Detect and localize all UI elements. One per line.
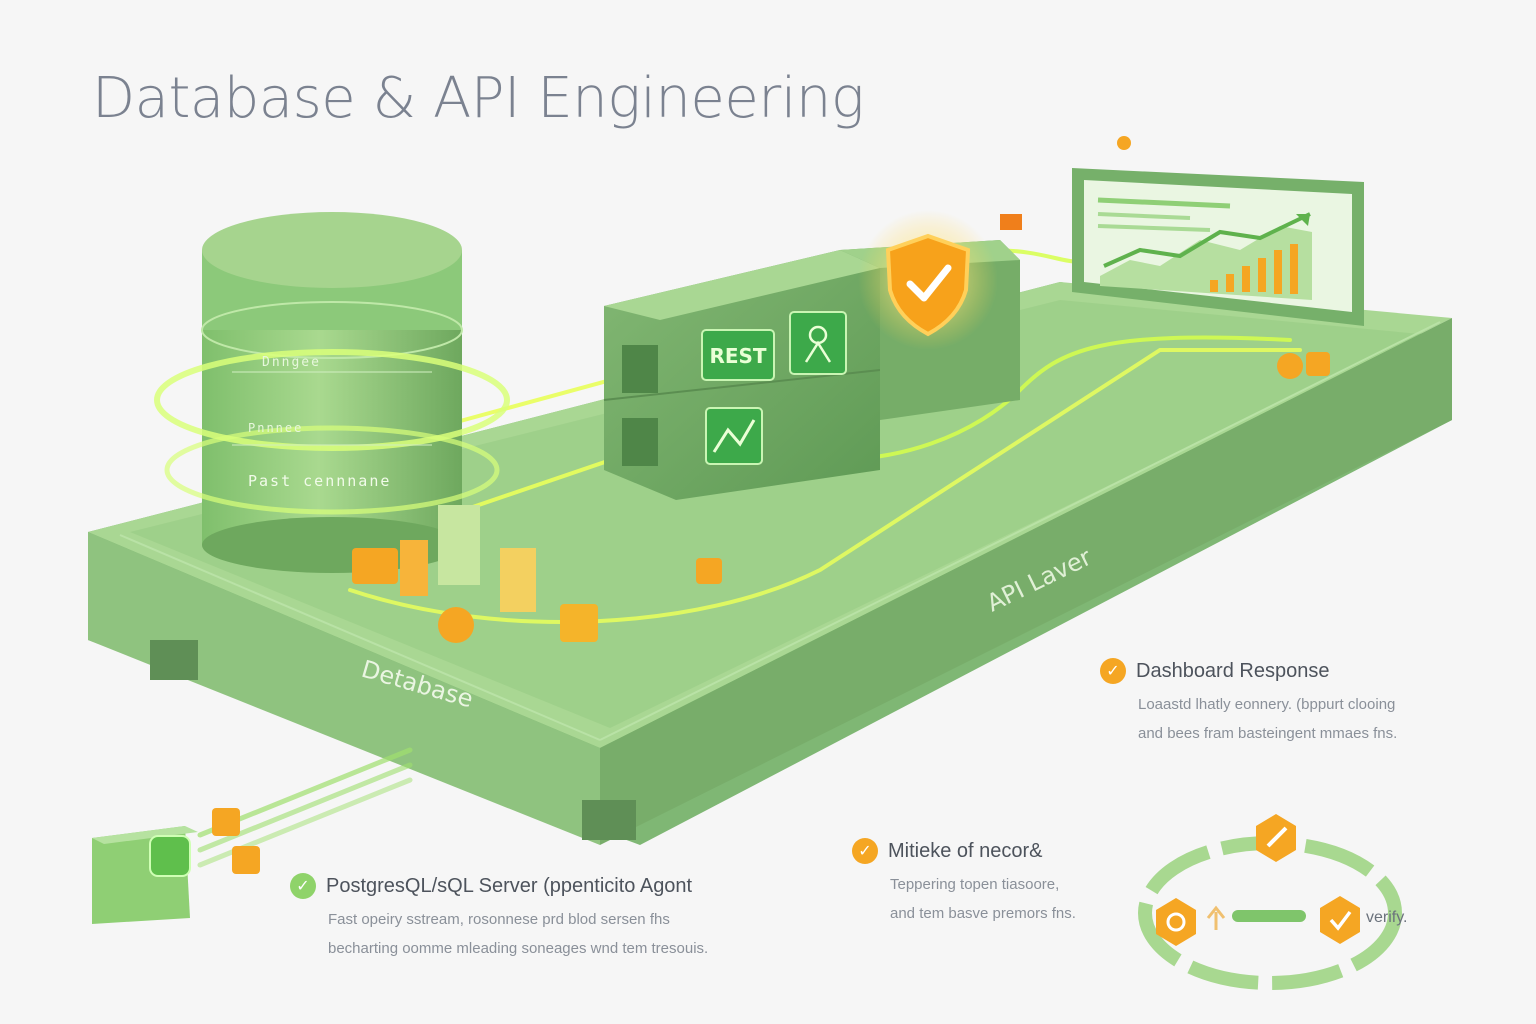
verify-label: verify.: [1366, 909, 1408, 926]
hammer-icon: [1256, 814, 1296, 862]
callout-postgres: ✓ PostgresQL/sQL Server (ppenticito Agon…: [290, 873, 708, 957]
db-row-3: Past cennnane: [248, 472, 391, 490]
rest-badge: REST: [701, 329, 775, 381]
callout-middle-line-2: and tem basve premors fns.: [890, 905, 1076, 922]
shield-check-icon: [858, 136, 1131, 350]
check-hexagon-icon: [1320, 896, 1360, 944]
metrics-icon: [705, 407, 763, 465]
page-title: Database & API Engineering: [92, 66, 864, 131]
check-icon: ✓: [1100, 658, 1126, 684]
callout-postgres-line-2: becharting oomme mleading soneages wnd t…: [328, 940, 709, 957]
callout-postgres-title: PostgresQL/sQL Server (ppenticito Agont: [326, 874, 693, 897]
dashboard-monitor: [1072, 168, 1364, 326]
database-cylinder: Dnngee Pnnnee Past cennnane: [154, 212, 510, 573]
check-icon: ✓: [852, 838, 878, 864]
callout-middle-line-1: Teppering topen tiasoore,: [890, 876, 1060, 893]
endpoint-icon: [789, 311, 847, 375]
callout-dashboard-title: Dashboard Response: [1136, 659, 1330, 682]
callout-dashboard-line-2: and bees fram basteingent mmaes fns.: [1138, 725, 1398, 742]
callout-dashboard: ✓ Dashboard Response Loaastd lhatly eonn…: [1100, 658, 1397, 742]
db-row-1: Dnngee: [262, 355, 321, 370]
data-cubes: [352, 352, 1330, 643]
target-icon: [1156, 898, 1196, 946]
verify-cycle: [1138, 814, 1402, 990]
platform: [88, 282, 1452, 845]
rest-label: REST: [709, 344, 766, 368]
check-icon: ✓: [290, 873, 316, 899]
up-arrow-icon: [1206, 905, 1226, 930]
callout-middle: ✓ Mitieke of necor& Teppering topen tias…: [852, 838, 1076, 922]
callout-middle-title: Mitieke of necor&: [888, 839, 1043, 862]
db-row-2: Pnnnee: [248, 421, 303, 435]
callout-postgres-line-1: Fast opeiry sstream, rosonnese prd blod …: [328, 911, 670, 928]
server-rack-icon: [92, 808, 260, 924]
callout-dashboard-line-1: Loaastd lhatly eonnery. (bppurt clooing: [1138, 696, 1396, 713]
